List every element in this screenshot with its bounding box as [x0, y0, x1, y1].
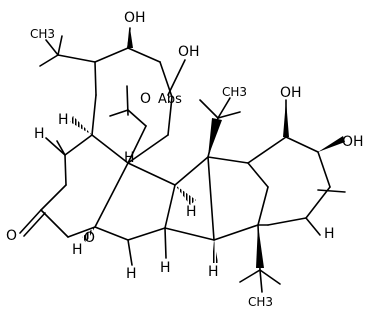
- label-oh-top: OH: [124, 10, 146, 26]
- label-h-bridge-methyl: H: [124, 150, 135, 166]
- label-h-bottom-lactone: H: [72, 242, 83, 258]
- label-h-alpha-left: H: [58, 112, 69, 128]
- label-methyl-center: CH3: [222, 85, 247, 99]
- label-h-right: H: [324, 226, 335, 242]
- wedge-bonds: [127, 28, 345, 268]
- bond-lines: [19, 27, 346, 293]
- label-h-bottom-mid: H: [126, 266, 137, 282]
- label-abs: Abs: [158, 92, 182, 107]
- label-h-ch2-lactone: H: [34, 126, 45, 142]
- label-bridge-oxygen: O: [140, 91, 151, 107]
- label-oh-bridge: OH: [178, 44, 200, 60]
- label-ring-oxygen: O: [84, 230, 95, 246]
- hashed-bonds: [70, 116, 218, 263]
- label-oh-right-lower: OH: [342, 134, 364, 150]
- label-methyl-bottom-right: CH3: [248, 295, 273, 309]
- label-h-ch2-lactone-2: H: [160, 260, 171, 276]
- label-carbonyl-oxygen: O: [6, 228, 17, 244]
- label-h-mid: H: [186, 204, 197, 220]
- atom-labels: OH OH OH OH O Abs O O H H H H H H H H H …: [6, 10, 364, 309]
- label-methyl-top-left: CH3: [30, 27, 55, 41]
- label-oh-right-upper: OH: [280, 85, 302, 101]
- label-h-bottom-right: H: [208, 264, 219, 280]
